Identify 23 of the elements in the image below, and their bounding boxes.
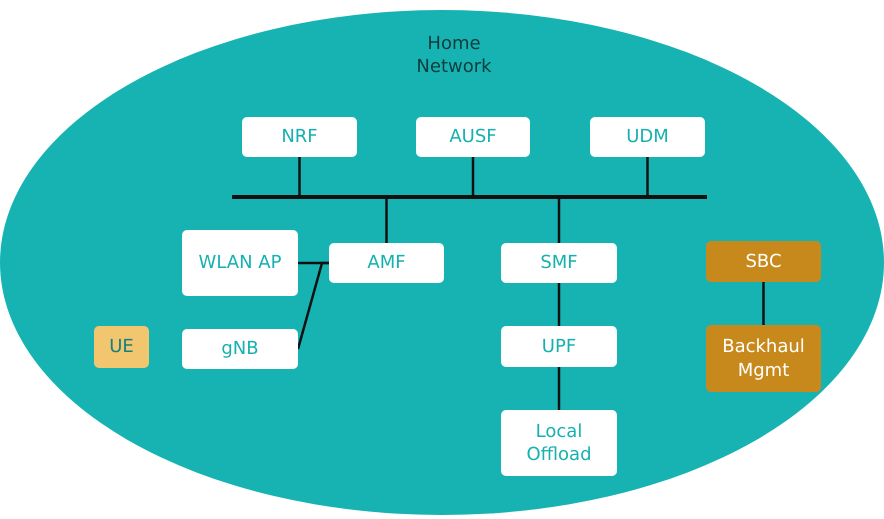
- connector-line: [558, 283, 560, 326]
- connector-line: [298, 157, 301, 195]
- function-box: AMF: [329, 243, 444, 283]
- connector-line: [472, 157, 474, 195]
- connector-line: [646, 157, 649, 195]
- function-box: WLAN AP: [182, 230, 298, 296]
- network-title: Home Network: [415, 32, 493, 79]
- function-box: SBC: [706, 241, 821, 282]
- function-box: UPF: [501, 326, 617, 367]
- function-box: UDM: [590, 117, 705, 157]
- function-box: SMF: [501, 243, 617, 283]
- function-box: NRF: [242, 117, 357, 157]
- connector-line: [762, 282, 765, 325]
- connector-line: [558, 199, 560, 243]
- function-box: UE: [94, 326, 149, 368]
- function-box: gNB: [182, 329, 298, 369]
- network-ellipse: [0, 10, 884, 515]
- connector-line: [558, 367, 560, 410]
- connector-line: [385, 199, 388, 243]
- function-box: Local Offload: [501, 410, 617, 476]
- connector-line: [296, 262, 329, 350]
- function-box: AUSF: [416, 117, 530, 157]
- function-box: Backhaul Mgmt: [706, 325, 821, 392]
